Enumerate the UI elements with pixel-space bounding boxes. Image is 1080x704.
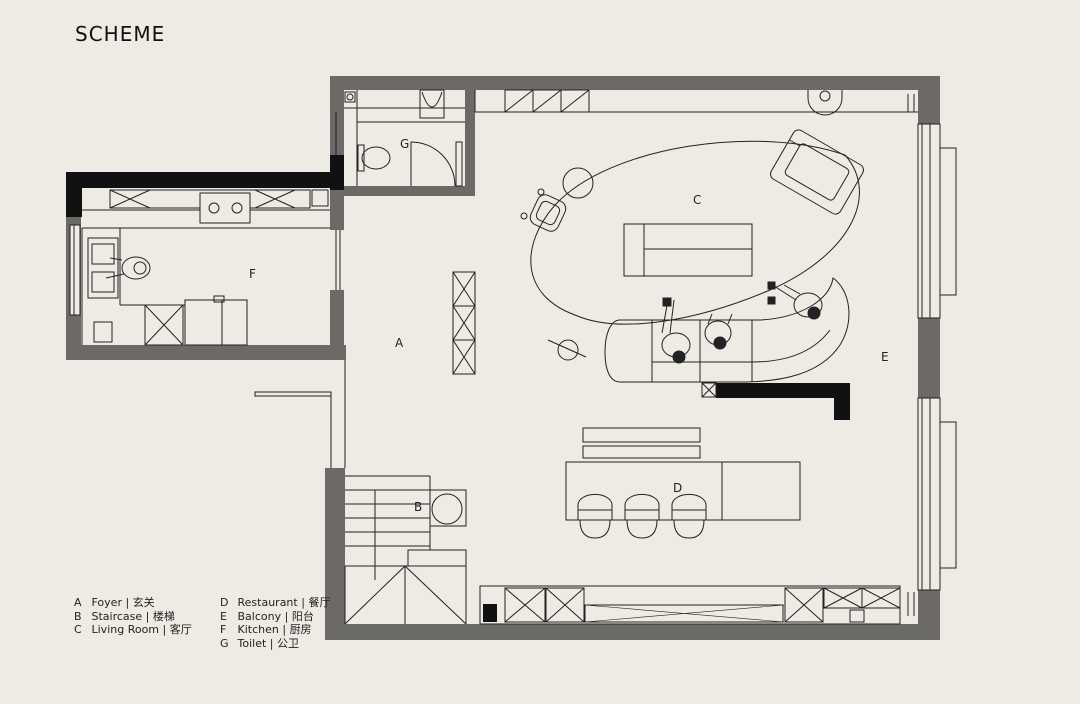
room-label-a: A bbox=[395, 336, 404, 350]
exterior-walls bbox=[66, 76, 940, 640]
plan-title: SCHEME bbox=[75, 22, 166, 46]
legend-item: F Kitchen | 厨房 bbox=[220, 623, 312, 636]
legend-item: A Foyer | 玄关 bbox=[74, 596, 155, 609]
room-label-g: G bbox=[400, 137, 409, 151]
bottom-cabinets bbox=[479, 585, 915, 625]
kitchen-room bbox=[69, 189, 341, 346]
room-label-d: D bbox=[673, 481, 682, 495]
room-label-e: E bbox=[881, 350, 889, 364]
foyer-cabinet bbox=[452, 271, 476, 375]
top-cabinets bbox=[504, 89, 915, 116]
toilet-room bbox=[335, 89, 465, 187]
legend-right: D Restaurant | 餐厅 E Balcony | 阳台 F Kitch… bbox=[220, 596, 330, 650]
balcony-windows bbox=[917, 123, 957, 591]
legend-item: B Staircase | 楼梯 bbox=[74, 609, 175, 623]
room-label-b: B bbox=[414, 500, 422, 514]
room-label-c: C bbox=[693, 193, 701, 207]
legend-left: A Foyer | 玄关 B Staircase | 楼梯 C Living R… bbox=[74, 596, 192, 637]
staircase bbox=[344, 475, 467, 625]
legend-item: G Toilet | 公卫 bbox=[220, 636, 299, 650]
room-label-f: F bbox=[249, 267, 256, 281]
legend-item: C Living Room | 客厅 bbox=[74, 623, 192, 636]
dining-furniture bbox=[565, 427, 801, 539]
legend-item: E Balcony | 阳台 bbox=[220, 609, 314, 623]
kitchen-dark-wall bbox=[66, 155, 344, 217]
living-room-furniture bbox=[520, 129, 864, 420]
legend-item: D Restaurant | 餐厅 bbox=[220, 596, 331, 609]
